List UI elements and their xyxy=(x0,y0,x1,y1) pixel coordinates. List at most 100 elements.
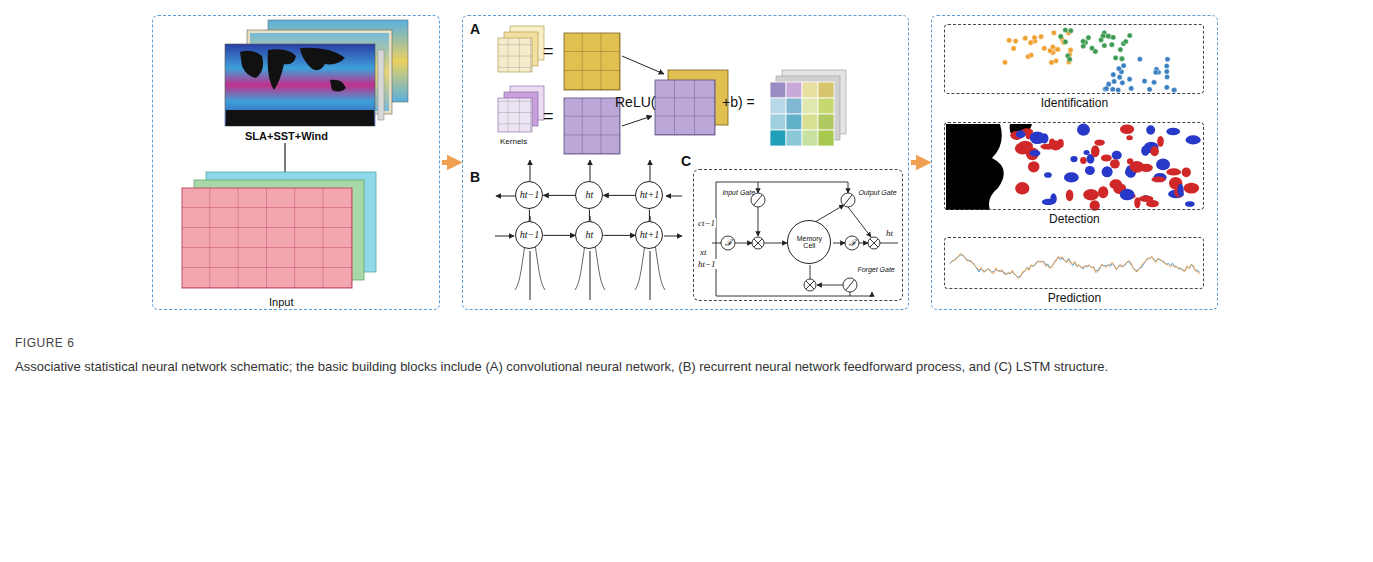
state-connector xyxy=(649,209,650,221)
scatter-dot xyxy=(1121,63,1126,68)
eddy-blob xyxy=(1091,145,1100,157)
node-text: Input Gate xyxy=(722,189,755,197)
eddy-blob xyxy=(1030,131,1045,144)
scatter-dot xyxy=(1119,56,1124,61)
scatter-dot xyxy=(1147,87,1152,92)
scatter-dot xyxy=(1172,87,1177,92)
scatter-dot xyxy=(1109,42,1114,47)
node-text: Output Gate xyxy=(858,189,896,197)
state-label: ht+1 xyxy=(640,190,660,201)
state-label: ht xyxy=(586,190,594,201)
scatter-dot xyxy=(1013,39,1018,44)
identification-box: Identification xyxy=(944,24,1204,94)
figure-number: FIGURE 6 xyxy=(15,337,74,351)
memory-cell: Memory Cell xyxy=(787,220,831,264)
hidden-state-node: ht+1 xyxy=(635,181,663,209)
state-label: ht xyxy=(586,230,594,241)
scatter-dot xyxy=(1032,35,1037,40)
bias-label: +b) = xyxy=(722,94,755,110)
eddy-blob xyxy=(1146,200,1159,207)
state-connector xyxy=(603,195,635,196)
hidden-state-node: ht−1 xyxy=(515,221,543,249)
equals-sign: = xyxy=(543,106,554,127)
lstm-box: Input Gate Output GateForget Gate Memory C… xyxy=(693,169,903,301)
scatter-dot xyxy=(1081,39,1086,44)
input-symbol: ht−1 xyxy=(697,259,717,269)
feature-cell xyxy=(770,98,786,114)
feature-cell xyxy=(786,130,802,146)
scatter-dot xyxy=(1119,56,1124,61)
state-label: ht+1 xyxy=(640,230,660,241)
hidden-state-node: ht+1 xyxy=(635,221,663,249)
feature-cell xyxy=(770,82,786,98)
eddy-blob xyxy=(1102,166,1113,177)
state-connector xyxy=(589,209,590,221)
node-text: A xyxy=(470,21,480,37)
eddy-blob xyxy=(1044,172,1052,178)
scatter-dot xyxy=(1106,82,1111,87)
eddy-blob xyxy=(1166,168,1181,175)
scatter-dot xyxy=(1113,55,1118,60)
scatter-dot xyxy=(1164,85,1169,90)
scatter-dot xyxy=(1055,47,1060,52)
activation-symbol: ℱ xyxy=(725,238,732,248)
scatter-dot xyxy=(1051,30,1056,35)
observed-line xyxy=(950,255,1200,277)
eddy-blob xyxy=(1150,146,1159,156)
scatter-dot xyxy=(1112,79,1117,84)
feature-cell xyxy=(818,98,834,114)
eddy-blob xyxy=(1166,128,1180,136)
scatter-dot xyxy=(1038,34,1043,39)
hidden-state-node: ht xyxy=(575,181,603,209)
scatter-dot xyxy=(1164,74,1169,79)
output-label: Detection xyxy=(1049,213,1100,227)
scatter-dot xyxy=(1068,28,1073,33)
eddy-blob xyxy=(1049,138,1055,148)
state-connector xyxy=(603,235,635,236)
scatter-dot xyxy=(1164,63,1169,68)
scatter-dot xyxy=(1111,72,1116,77)
eddy-blob xyxy=(1146,125,1155,134)
eddy-blob xyxy=(1083,189,1099,200)
eddy-blob xyxy=(1029,150,1040,157)
feature-cell xyxy=(770,130,786,146)
scatter-dot xyxy=(1120,80,1125,85)
input-panel: SLA+SST+WindInput xyxy=(152,15,440,310)
scatter-dot xyxy=(1151,80,1156,85)
eddy-blob xyxy=(1151,177,1165,183)
output-symbol: ht xyxy=(886,228,893,238)
scatter-dot xyxy=(1117,75,1122,80)
scatter-dot xyxy=(1127,77,1132,82)
scatter-dot xyxy=(1068,47,1073,52)
kernel-label: Kernels xyxy=(500,137,527,146)
flow-arrow xyxy=(911,160,924,165)
scatter-dot xyxy=(1002,60,1007,65)
eddy-blob xyxy=(1015,182,1029,194)
scatter-dot xyxy=(1063,27,1068,32)
figure-caption: Associative statistical neural network s… xyxy=(15,357,1355,377)
feature-cell xyxy=(802,114,818,130)
eddy-blob xyxy=(1066,190,1074,202)
prediction-box: Prediction xyxy=(944,237,1204,289)
eddy-blob xyxy=(1184,183,1200,194)
feature-cell xyxy=(818,130,834,146)
eddy-blob xyxy=(1156,159,1170,171)
eddy-blob xyxy=(1186,135,1201,144)
node-text: Forget Gate xyxy=(857,266,894,274)
feature-cell xyxy=(770,114,786,130)
eddy-blob xyxy=(1057,139,1063,148)
scatter-dot xyxy=(1137,57,1142,62)
eddy-blob xyxy=(1016,130,1026,138)
detection-box: Detection xyxy=(944,122,1204,210)
input-symbol: ct−1 xyxy=(697,218,716,228)
scatter-dot xyxy=(1164,69,1169,74)
scatter-dot xyxy=(1165,57,1170,62)
state-label: ht−1 xyxy=(520,190,540,201)
scatter-dot xyxy=(1029,52,1034,57)
eddy-blob xyxy=(1084,150,1090,155)
hidden-state-node: ht xyxy=(575,221,603,249)
feature-cell xyxy=(818,82,834,98)
scatter-dot xyxy=(1063,39,1068,44)
equals-sign: = xyxy=(543,41,554,62)
